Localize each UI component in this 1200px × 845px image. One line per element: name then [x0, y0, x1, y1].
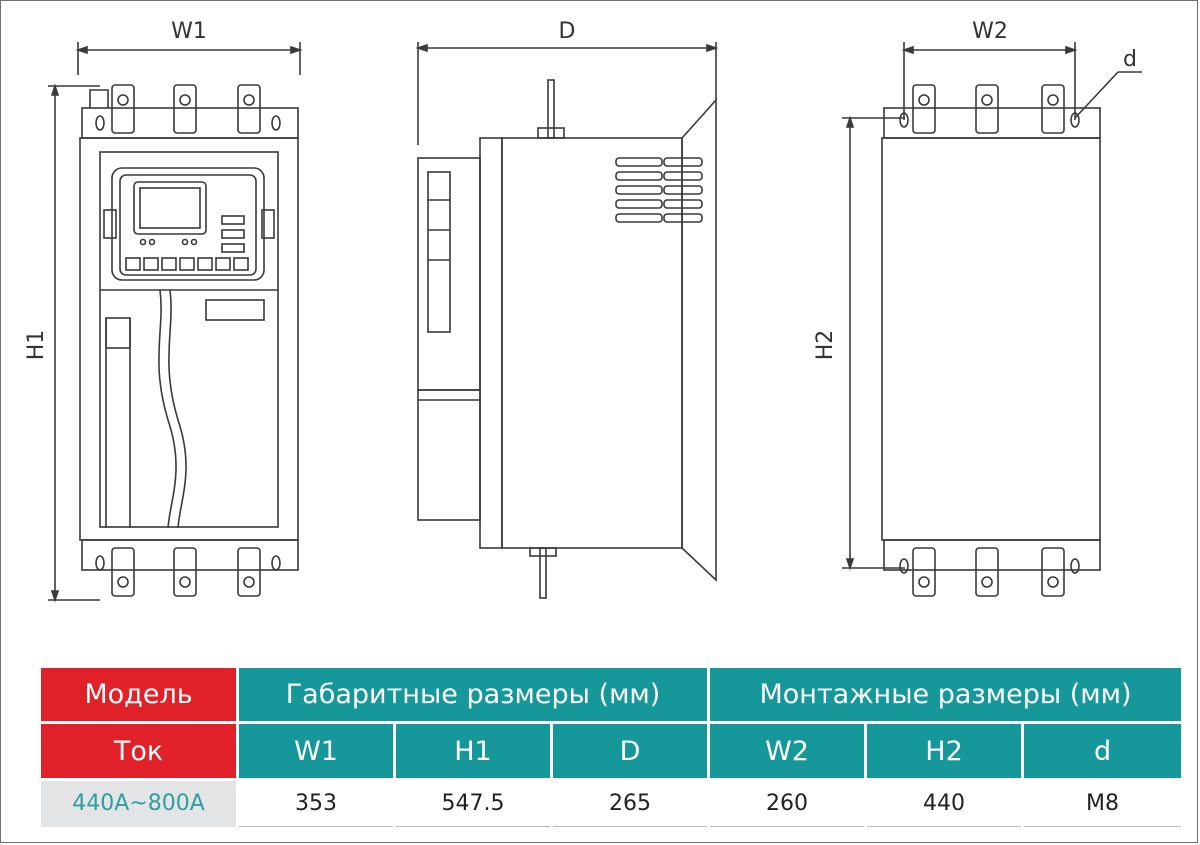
column-w2: W2: [710, 724, 865, 778]
rear-body: [881, 137, 1101, 541]
header-current: Ток: [41, 724, 236, 778]
header-overall-dimensions: Габаритные размеры (мм): [239, 668, 708, 722]
h2-label: H2: [813, 330, 838, 361]
side-terminal-pins: [529, 79, 565, 599]
side-keypad-profile: [417, 157, 481, 521]
header-mounting-dimensions: Монтажные размеры (мм): [710, 668, 1182, 722]
h2-dimension-line: [842, 115, 905, 571]
d-dimension-line: [415, 42, 719, 145]
dimension-drawing: W1 H1: [24, 19, 1142, 603]
h1-label: H1: [24, 330, 49, 361]
d-label: D: [559, 19, 576, 44]
keypad-panel: [103, 167, 275, 281]
side-front-plate: [479, 137, 503, 549]
cell-h1: 547.5: [396, 780, 550, 827]
table-header-row: Модель Габаритные размеры (мм) Монтажные…: [41, 668, 1182, 722]
hole-leader-line: [1074, 71, 1142, 119]
hole-diameter-label: d: [1123, 47, 1137, 72]
table-subheader-row: Ток W1 H1 D W2 H2 d: [41, 724, 1182, 778]
side-view: D: [415, 19, 719, 599]
rear-bottom-terminals: [883, 539, 1101, 597]
cell-h2: 440: [867, 780, 1022, 827]
column-d: D: [553, 724, 708, 778]
front-top-terminals: [81, 84, 299, 139]
column-hole: d: [1024, 724, 1182, 778]
w1-label: W1: [171, 19, 207, 44]
column-h1: H1: [396, 724, 550, 778]
cell-w2: 260: [710, 780, 865, 827]
table-row: 440A~800A 353 547.5 265 260 440 M8: [41, 780, 1182, 827]
dimensions-table: Модель Габаритные размеры (мм) Монтажные…: [38, 665, 1184, 830]
cell-d: 265: [553, 780, 708, 827]
side-heatsink: [681, 97, 717, 582]
front-bottom-terminals: [81, 539, 299, 597]
column-w1: W1: [239, 724, 393, 778]
side-vents: [615, 157, 703, 223]
column-h2: H2: [867, 724, 1022, 778]
cell-hole: M8: [1024, 780, 1182, 827]
front-inner-panel: [99, 151, 279, 528]
w2-dimension-line: [901, 42, 1078, 120]
cell-w1: 353: [239, 780, 393, 827]
cell-model: 440A~800A: [41, 780, 236, 827]
rear-view: W2 H2 d: [813, 19, 1142, 597]
header-model: Модель: [41, 668, 236, 722]
rear-top-terminals: [883, 84, 1101, 139]
front-view: W1 H1: [24, 19, 303, 603]
front-lower-cover: [100, 289, 278, 529]
w2-label: W2: [972, 19, 1008, 44]
w1-dimension-line: [75, 42, 303, 75]
h1-dimension-line: [48, 83, 100, 603]
